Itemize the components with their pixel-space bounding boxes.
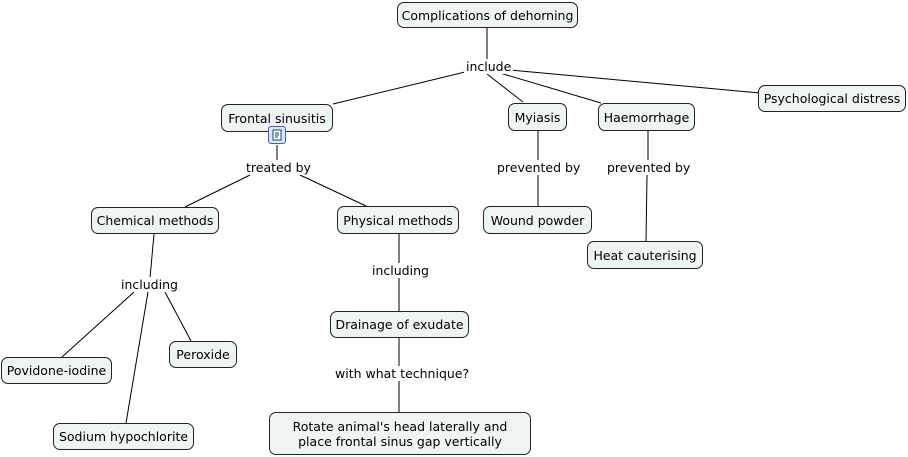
node-haemorrhage[interactable]: Haemorrhage [598, 103, 695, 131]
node-psychological-distress[interactable]: Psychological distress [758, 85, 906, 112]
link-including-physical[interactable]: including [370, 263, 431, 278]
node-povidone-iodine[interactable]: Povidone-iodine [1, 357, 112, 384]
node-sodium-hypochlorite[interactable]: Sodium hypochlorite [53, 423, 194, 450]
link-prevented-by-haemorrhage[interactable]: prevented by [605, 160, 693, 175]
node-myiasis[interactable]: Myiasis [508, 103, 567, 131]
node-rotate-head-technique[interactable]: Rotate animal's head laterally and place… [269, 412, 531, 455]
node-complications-of-dehorning[interactable]: Complications of dehorning [397, 2, 578, 28]
document-icon[interactable] [268, 126, 286, 144]
link-including-chemical[interactable]: including [119, 277, 180, 292]
link-treated-by[interactable]: treated by [244, 160, 313, 175]
node-heat-cauterising[interactable]: Heat cauterising [587, 241, 703, 269]
node-chemical-methods[interactable]: Chemical methods [91, 207, 219, 234]
node-physical-methods[interactable]: Physical methods [337, 206, 459, 234]
node-drainage-of-exudate[interactable]: Drainage of exudate [330, 311, 469, 338]
node-peroxide[interactable]: Peroxide [169, 341, 237, 368]
node-wound-powder[interactable]: Wound powder [483, 206, 592, 234]
link-include[interactable]: include [464, 59, 514, 74]
link-with-what-technique[interactable]: with what technique? [333, 366, 472, 381]
link-prevented-by-myiasis[interactable]: prevented by [495, 160, 583, 175]
